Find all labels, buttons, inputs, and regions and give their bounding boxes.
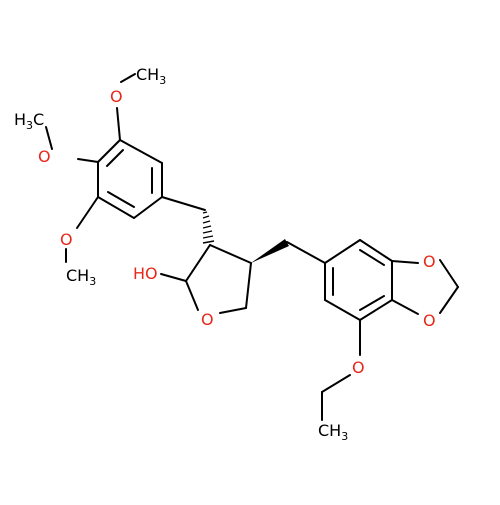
methoxy-top [116, 73, 136, 141]
benzyl-linker-right [286, 241, 326, 264]
ethoxy-carbon: CH3 [318, 421, 348, 443]
trimethoxyphenyl-ring [97, 139, 163, 219]
methoxy-bottom-carbon: CH3 [66, 266, 96, 288]
methoxy-left-oxygen: O [38, 147, 51, 166]
methoxy-bottom-oxygen: O [60, 230, 73, 249]
benzodioxole-ring [324, 239, 393, 321]
ethoxy-group [321, 319, 361, 421]
methoxy-top-carbon: CH3 [136, 65, 166, 87]
dioxole-bridge [391, 259, 459, 315]
hydroxyl-label: HO [133, 264, 158, 283]
methoxy-left-carbon: H3C [14, 110, 44, 132]
methoxy-left [45, 126, 99, 163]
ring-oxygen-label: O [201, 310, 214, 329]
tetrahydrofuran-ring [160, 244, 252, 314]
ethoxy-oxygen: O [352, 358, 365, 377]
methoxy-top-oxygen: O [110, 87, 123, 106]
dioxole-oxygen-top: O [423, 252, 436, 271]
benzyl-linker-left [161, 196, 206, 211]
bold-wedge-bond [251, 239, 289, 263]
hashed-wedge-bond [202, 211, 215, 244]
dioxole-oxygen-bottom: O [423, 311, 436, 330]
methoxy-bottom [65, 196, 99, 263]
